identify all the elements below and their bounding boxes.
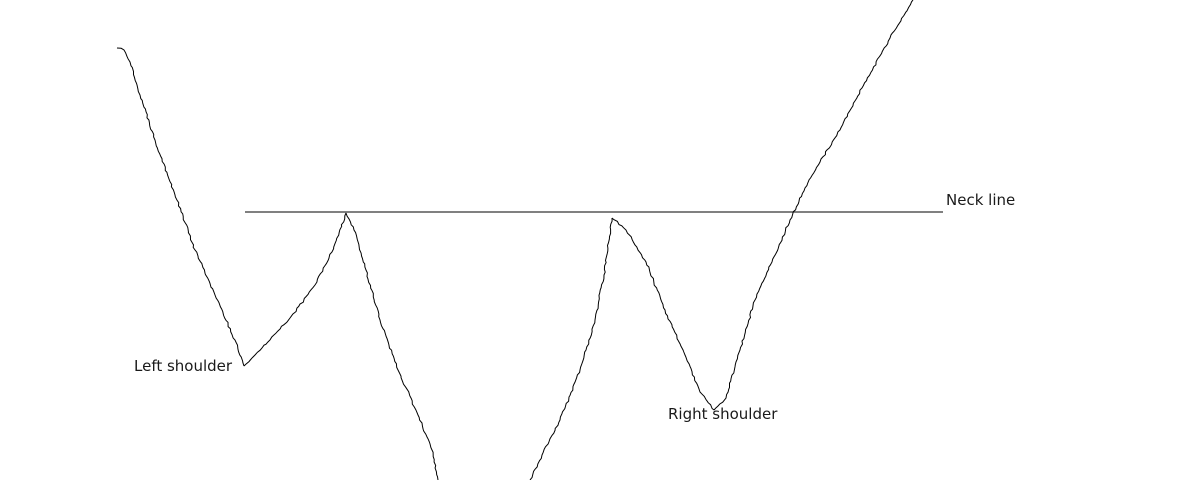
- right-shoulder-label: Right shoulder: [668, 405, 778, 423]
- price-line: [116, 0, 914, 480]
- neck-line-label: Neck line: [946, 191, 1015, 209]
- left-shoulder-label: Left shoulder: [134, 357, 233, 375]
